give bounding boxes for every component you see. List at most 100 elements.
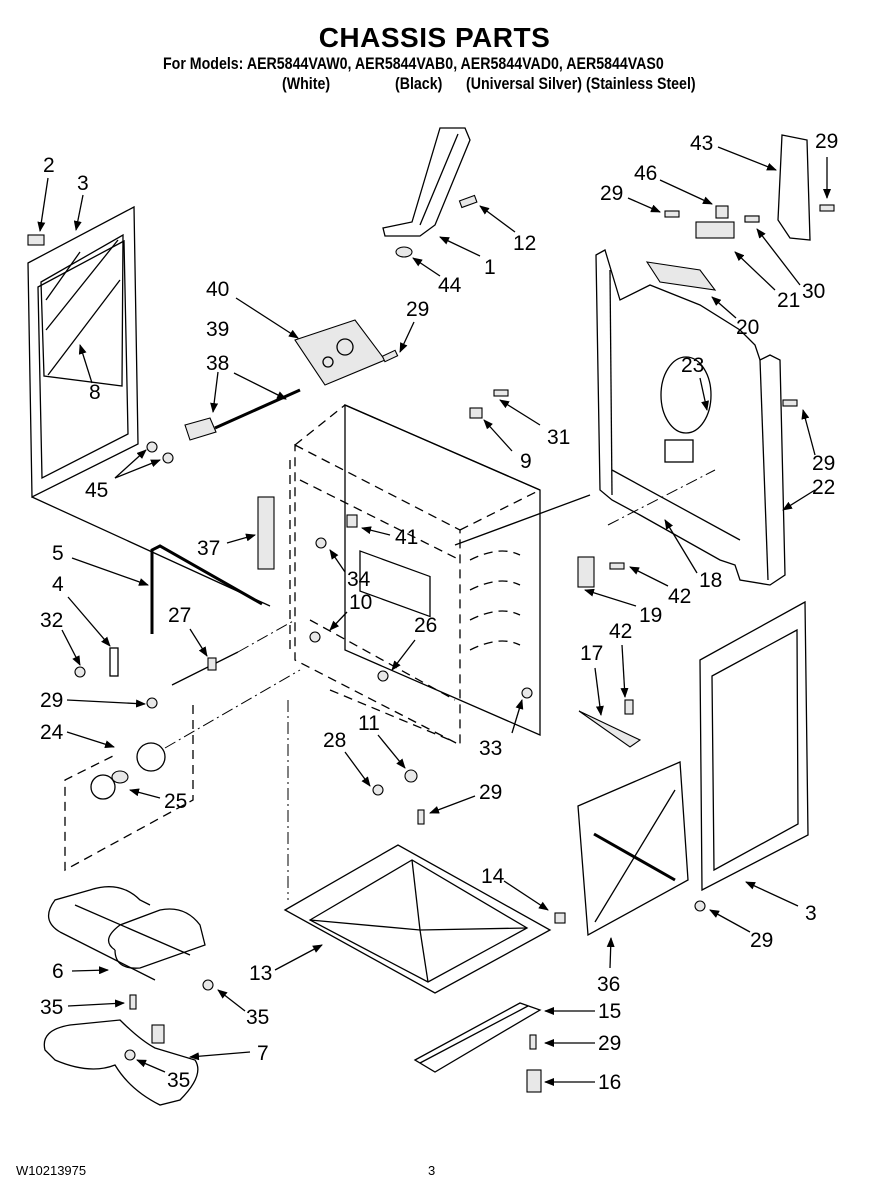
callout-3: 3 xyxy=(805,902,817,925)
document-number: W10213975 xyxy=(16,1163,87,1178)
part-clip-14 xyxy=(554,912,566,924)
callout-23: 23 xyxy=(681,354,704,377)
part-bracket-20 xyxy=(645,261,717,291)
callout-46: 46 xyxy=(634,162,657,185)
callout-34: 34 xyxy=(347,568,371,591)
color-stainless-steel: (Stainless Steel) xyxy=(586,75,696,93)
diagram-title: CHASSIS PARTS xyxy=(318,22,551,53)
callout-30: 30 xyxy=(802,280,825,303)
part-screw-12 xyxy=(458,194,478,209)
callout-44: 44 xyxy=(438,274,462,297)
callout-29: 29 xyxy=(40,689,63,712)
part-component-37 xyxy=(257,496,275,570)
callout-35: 35 xyxy=(246,1006,269,1029)
callout-20: 20 xyxy=(736,316,759,339)
callout-19: 19 xyxy=(639,604,662,627)
part-bake-element-7 xyxy=(43,1019,199,1106)
part-screws-35 xyxy=(124,979,214,1061)
callout-16: 16 xyxy=(598,1071,621,1094)
callout-10: 10 xyxy=(349,591,372,614)
callout-13: 13 xyxy=(249,962,272,985)
callout-37: 37 xyxy=(197,537,220,560)
part-screw-28 xyxy=(372,784,384,796)
part-probe-27 xyxy=(171,651,239,686)
part-screw-29-left xyxy=(146,697,158,709)
callout-1: 1 xyxy=(484,256,496,279)
callout-29: 29 xyxy=(750,929,773,952)
callout-18: 18 xyxy=(699,569,722,592)
callout-29: 29 xyxy=(479,781,502,804)
callout-5: 5 xyxy=(52,542,64,565)
part-bracket-19 xyxy=(577,556,595,588)
callout-22: 22 xyxy=(812,476,835,499)
callout-28: 28 xyxy=(323,729,346,752)
callout-45: 45 xyxy=(85,479,108,502)
part-screw-42b xyxy=(624,699,634,715)
part-hinge-38 xyxy=(184,417,217,441)
callout-41: 41 xyxy=(395,526,418,549)
part-panel-36 xyxy=(577,761,689,937)
part-washer-44 xyxy=(395,246,413,258)
part-knob-46 xyxy=(715,205,729,219)
part-bracket-1 xyxy=(382,127,471,237)
callout-8: 8 xyxy=(89,381,101,404)
callout-31: 31 xyxy=(547,426,570,449)
callout-43: 43 xyxy=(690,132,713,155)
callout-29: 29 xyxy=(815,130,838,153)
callout-7: 7 xyxy=(257,1042,269,1065)
part-rear-panel-22 xyxy=(595,249,786,586)
part-terminal-21 xyxy=(695,221,735,239)
callout-29: 29 xyxy=(600,182,623,205)
part-leveler-16 xyxy=(526,1069,542,1093)
part-screw-29-36 xyxy=(694,900,706,912)
part-bracket-4 xyxy=(109,647,119,677)
callout-42: 42 xyxy=(609,620,632,643)
callout-17: 17 xyxy=(580,642,603,665)
callout-33: 33 xyxy=(479,737,502,760)
model-numbers: For Models: AER5844VAW0, AER5844VAB0, AE… xyxy=(163,55,664,73)
part-screw-32 xyxy=(74,666,86,678)
part-side-panel-left xyxy=(27,205,139,499)
part-broil-element-6 xyxy=(48,886,206,981)
callout-3: 3 xyxy=(77,172,89,195)
callout-6: 6 xyxy=(52,960,64,983)
part-light-assembly-25 xyxy=(90,742,166,800)
callout-9: 9 xyxy=(520,450,532,473)
callout-2: 2 xyxy=(43,154,55,177)
leader-lines xyxy=(37,146,831,1086)
callout-25: 25 xyxy=(164,790,187,813)
callout-labels: 2 3 8 40 29 39 38 45 1 12 44 43 29 46 29… xyxy=(40,130,838,1094)
callout-35: 35 xyxy=(167,1069,190,1092)
color-white: (White) xyxy=(282,75,331,93)
part-bottom-pan-13 xyxy=(283,844,552,994)
part-screw-30 xyxy=(744,215,760,223)
callout-39: 39 xyxy=(206,318,229,341)
part-rail-15 xyxy=(413,1002,542,1073)
part-side-panel-right xyxy=(699,600,809,892)
part-screw-31 xyxy=(493,389,509,397)
callout-12: 12 xyxy=(513,232,536,255)
part-bracket-17 xyxy=(578,710,642,748)
part-screw-26 xyxy=(377,670,389,682)
callout-4: 4 xyxy=(52,573,64,596)
callout-29: 29 xyxy=(812,452,835,475)
part-control-board-40 xyxy=(294,319,386,386)
callout-11: 11 xyxy=(358,712,380,735)
part-sensor-41 xyxy=(346,514,358,528)
part-screw-29-mid xyxy=(417,809,425,825)
callout-14: 14 xyxy=(481,865,505,888)
page-number: 3 xyxy=(428,1163,436,1178)
callout-42: 42 xyxy=(668,585,691,608)
callout-27: 27 xyxy=(168,604,191,627)
part-oven-cavity xyxy=(294,404,541,747)
callout-21: 21 xyxy=(777,289,800,312)
color-black: (Black) xyxy=(395,75,443,93)
part-clip-11 xyxy=(404,769,418,783)
part-screw-33 xyxy=(521,687,533,699)
callout-35: 35 xyxy=(40,996,63,1019)
part-cover-43 xyxy=(777,134,811,241)
callout-29: 29 xyxy=(406,298,429,321)
part-screw-29-board xyxy=(381,349,399,363)
part-screws-45 xyxy=(146,441,174,464)
